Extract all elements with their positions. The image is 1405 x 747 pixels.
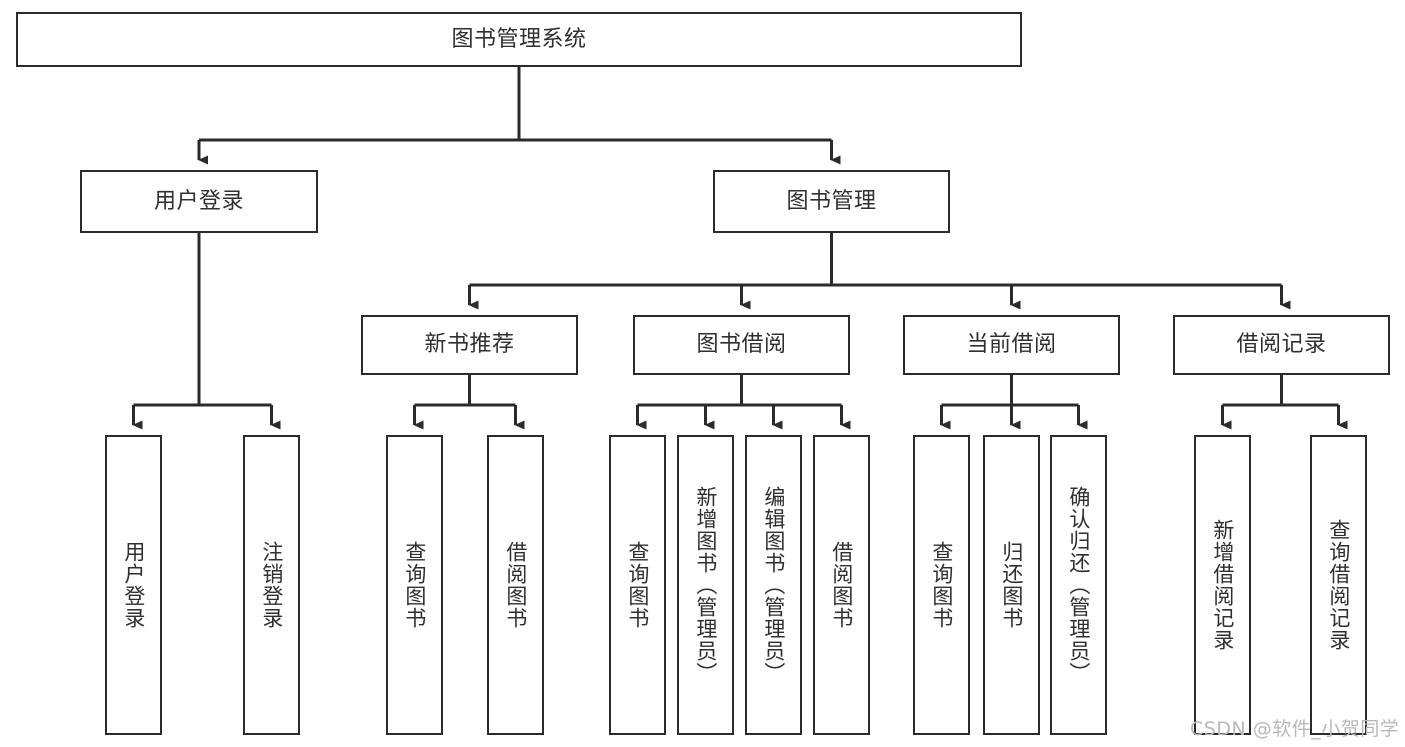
node-user-login[interactable]: 用户登录 (80, 170, 318, 233)
node-leaf-add-book[interactable]: 新增图书（管理员） (677, 435, 734, 735)
node-label: 用户登录 (121, 541, 146, 629)
node-leaf-borrow-2[interactable]: 借阅图书 (813, 435, 870, 735)
node-leaf-qry-record[interactable]: 查询借阅记录 (1310, 435, 1367, 735)
node-book-borrow[interactable]: 图书借阅 (633, 315, 850, 375)
edge-paths (132, 67, 1348, 430)
node-label: 编辑图书（管理员） (761, 486, 786, 684)
node-leaf-query-3[interactable]: 查询图书 (913, 435, 970, 735)
node-leaf-return[interactable]: 归还图书 (983, 435, 1040, 735)
node-leaf-edit-book[interactable]: 编辑图书（管理员） (745, 435, 802, 735)
node-label: 借阅图书 (503, 541, 528, 629)
node-leaf-query-1[interactable]: 查询图书 (386, 435, 443, 735)
node-leaf-query-2[interactable]: 查询图书 (609, 435, 666, 735)
node-label: 图书借阅 (696, 332, 787, 358)
node-label: 查询借阅记录 (1326, 519, 1351, 651)
node-current-borrow[interactable]: 当前借阅 (903, 315, 1120, 375)
node-label: 图书管理 (786, 188, 877, 214)
node-new-book-rec[interactable]: 新书推荐 (361, 315, 578, 375)
node-leaf-confirm[interactable]: 确认归还（管理员） (1050, 435, 1107, 735)
node-label: 新增借阅记录 (1210, 519, 1235, 651)
node-label: 用户登录 (153, 188, 244, 214)
node-leaf-logout[interactable]: 注销登录 (243, 435, 300, 735)
node-leaf-user-login[interactable]: 用户登录 (105, 435, 162, 735)
node-label: 确认归还（管理员） (1066, 486, 1091, 684)
node-label: 新增图书（管理员） (693, 486, 718, 684)
node-label: 借阅记录 (1236, 332, 1327, 358)
node-label: 当前借阅 (966, 332, 1057, 358)
node-root[interactable]: 图书管理系统 (16, 12, 1022, 67)
node-label: 新书推荐 (424, 332, 515, 358)
node-label: 借阅图书 (829, 541, 854, 629)
node-book-manage[interactable]: 图书管理 (713, 170, 950, 233)
node-label: 查询图书 (402, 541, 427, 629)
node-leaf-borrow-1[interactable]: 借阅图书 (487, 435, 544, 735)
node-label: 图书管理系统 (451, 26, 587, 52)
node-borrow-record[interactable]: 借阅记录 (1173, 315, 1390, 375)
node-leaf-add-record[interactable]: 新增借阅记录 (1194, 435, 1251, 735)
node-label: 注销登录 (259, 541, 284, 629)
node-label: 查询图书 (625, 541, 650, 629)
node-label: 查询图书 (929, 541, 954, 629)
node-label: 归还图书 (999, 541, 1024, 629)
